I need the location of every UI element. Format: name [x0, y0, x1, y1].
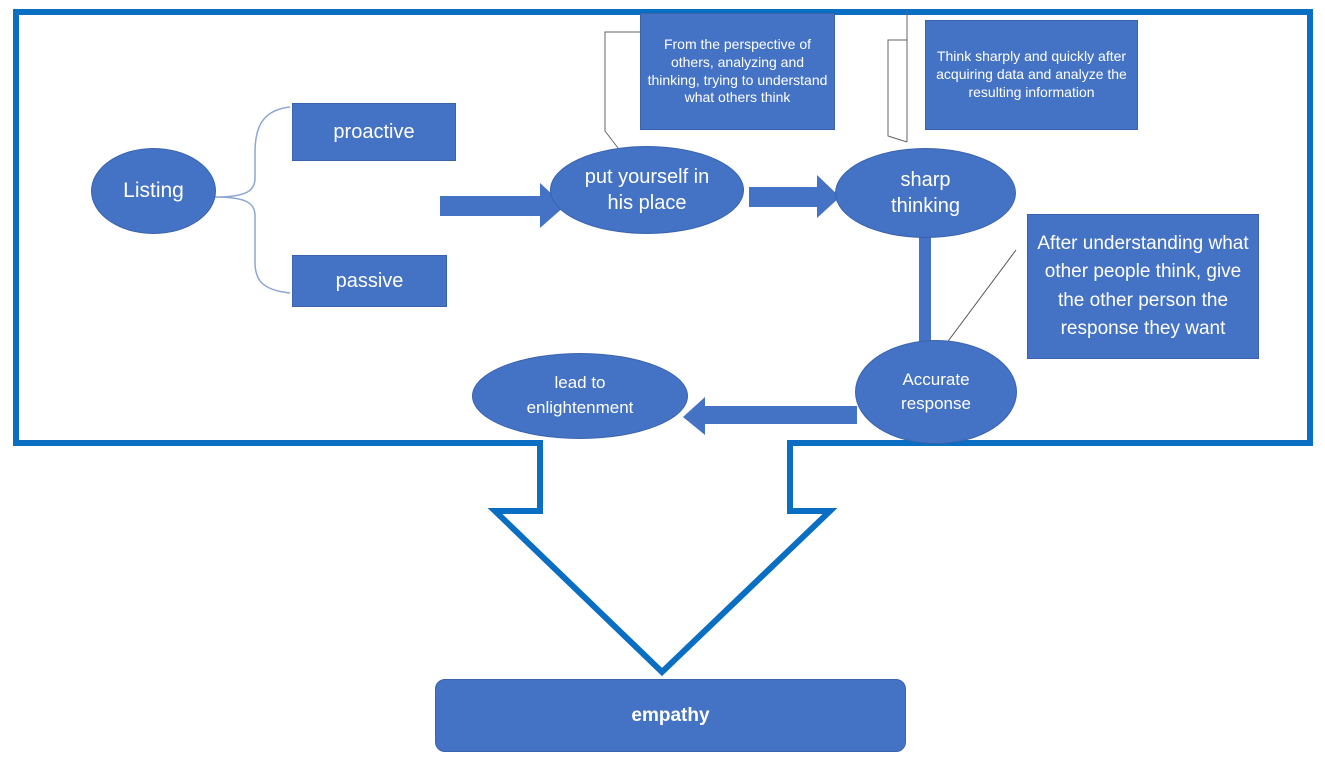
empathy-box: empathy: [435, 679, 906, 752]
callout-line-after-understanding: [939, 249, 1017, 353]
think-sharply-note-text: Think sharply and quickly after acquirin…: [936, 48, 1127, 100]
passive-label: passive: [335, 269, 404, 292]
funnel-frame-outline: [13, 9, 1313, 677]
enlightenment-label: lead to enlightenment: [526, 373, 634, 417]
listing-brace: [214, 106, 291, 294]
listing-node: Listing: [91, 148, 216, 234]
arrow-to-put-yourself: [440, 183, 565, 228]
sharp-thinking-label: sharp thinking: [891, 169, 960, 217]
passive-box: passive: [292, 255, 447, 307]
perspective-note: From the perspective of others, analyzin…: [640, 13, 835, 130]
put-yourself-node: put yourself in his place: [550, 146, 744, 234]
proactive-box: proactive: [292, 103, 456, 161]
accurate-response-label: Accurate response: [901, 370, 971, 413]
empathy-label: empathy: [631, 704, 710, 726]
after-understanding-note-text: After understanding what other people th…: [1037, 233, 1249, 339]
arrow-to-enlightenment: [683, 397, 857, 435]
think-sharply-note: Think sharply and quickly after acquirin…: [925, 20, 1138, 130]
perspective-note-text: From the perspective of others, analyzin…: [647, 35, 828, 106]
callout-line-perspective: [604, 31, 640, 149]
accurate-response-node: Accurate response: [855, 340, 1017, 444]
put-yourself-label: put yourself in his place: [584, 165, 710, 214]
enlightenment-node: lead to enlightenment: [472, 353, 688, 439]
proactive-label: proactive: [333, 120, 415, 143]
callout-line-think-sharply: [887, 12, 908, 143]
sharp-thinking-node: sharp thinking: [835, 148, 1016, 238]
listing-label: Listing: [123, 179, 184, 202]
after-understanding-note: After understanding what other people th…: [1027, 214, 1259, 359]
sharp-to-accurate-connector: [919, 235, 931, 342]
arrow-to-sharp-thinking: [749, 175, 840, 218]
